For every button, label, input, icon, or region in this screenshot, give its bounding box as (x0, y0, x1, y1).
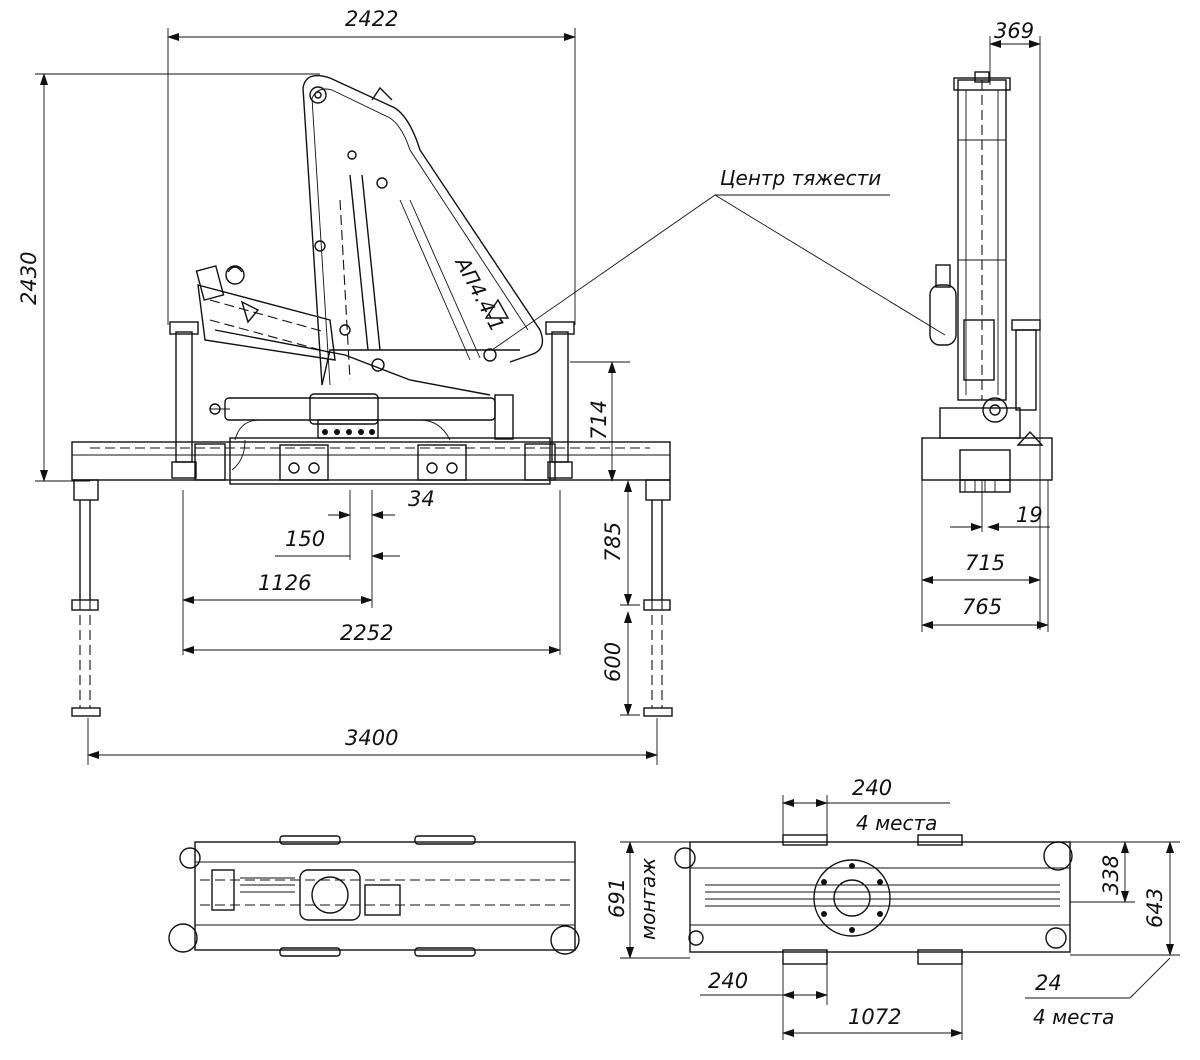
four-places-bottom: 4 места (1033, 1005, 1114, 1029)
dim-338: 338 (1099, 855, 1123, 895)
boom-marking: АП4.4-1 (450, 251, 510, 335)
dim-691: 691 (605, 878, 629, 918)
dim-600: 600 (601, 642, 625, 682)
cg-leader-end (714, 194, 946, 336)
turret-bolts (317, 419, 379, 439)
dim-369: 369 (994, 19, 1034, 43)
dim-715: 715 (965, 551, 1005, 575)
dim-2422: 2422 (345, 7, 398, 31)
mount-frame (689, 841, 1071, 953)
stabilizer-right (545, 321, 575, 479)
dim-2252: 2252 (340, 621, 393, 645)
dim-150: 150 (285, 527, 325, 551)
dim-643: 643 (1143, 888, 1167, 928)
mount-pad (782, 949, 828, 965)
slew-ring (813, 859, 891, 937)
dim-240-bottom: 240 (708, 969, 748, 993)
dim-3400: 3400 (345, 726, 398, 750)
side-view: 2422 2430 (17, 7, 946, 765)
dim-240-top: 240 (852, 776, 892, 800)
top-view (168, 835, 580, 957)
dim-765: 765 (962, 595, 1002, 619)
center-of-gravity-label: Центр тяжести (720, 166, 881, 190)
main-boom (302, 74, 544, 386)
dim-1126: 1126 (258, 571, 311, 595)
mount-pad (917, 949, 963, 965)
dim-34: 34 (408, 487, 435, 511)
stabilizer-left (169, 321, 199, 479)
dim-1072: 1072 (848, 1005, 901, 1029)
top-frame (194, 841, 576, 951)
mount-pad (917, 834, 963, 846)
dim-24: 24 (1035, 971, 1062, 995)
cg-leader-side (491, 194, 716, 351)
mount-pad (782, 834, 828, 846)
four-places-top: 4 места (856, 811, 937, 835)
left-wheel-icon (168, 923, 198, 953)
dim-19: 19 (1016, 503, 1043, 527)
dim-714: 714 (587, 400, 611, 440)
mounting-label: монтаж (636, 858, 660, 940)
outrigger-right (643, 479, 673, 717)
end-view: 369 19 (921, 19, 1053, 632)
outrigger-left (71, 479, 101, 717)
hook-icon (225, 265, 245, 285)
jib-arm (197, 284, 336, 361)
dim-2430: 2430 (17, 252, 41, 305)
right-wheel-icon (550, 925, 580, 955)
mounting-view: 240 4 места 691 монтаж 338 643 240 24 4 … (605, 776, 1180, 1040)
dim-785: 785 (601, 522, 625, 562)
